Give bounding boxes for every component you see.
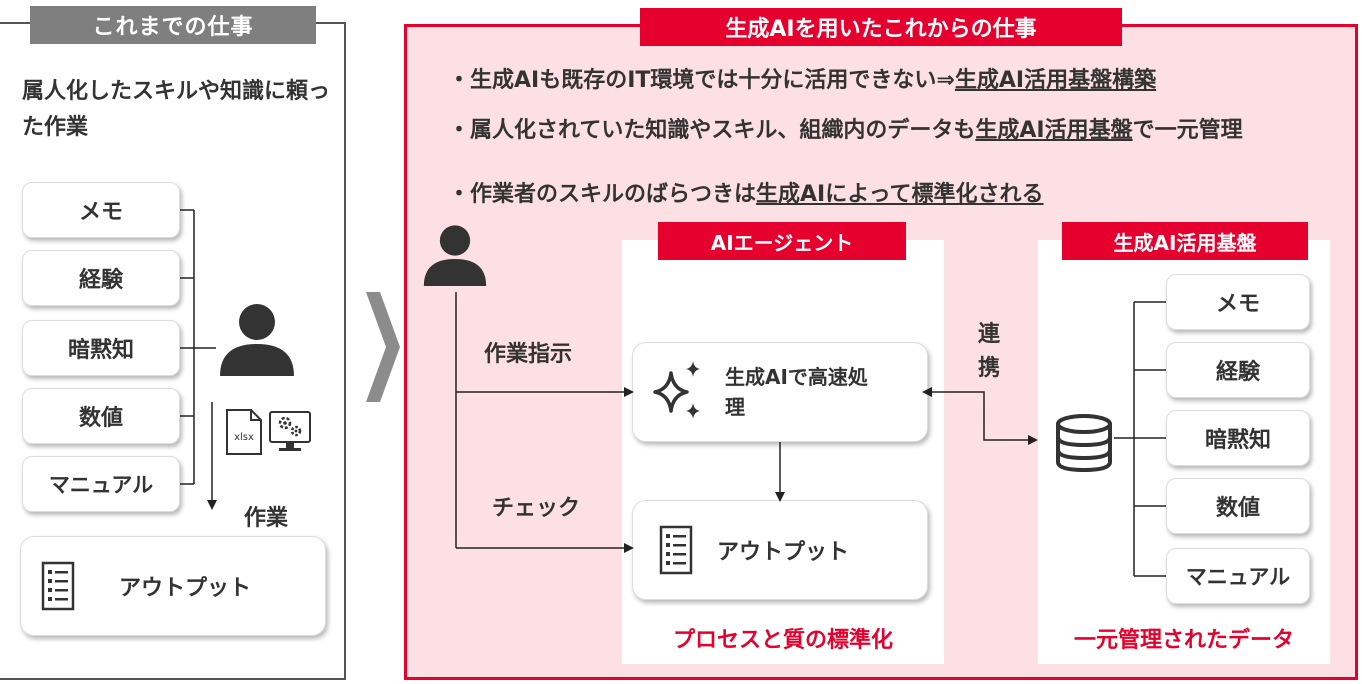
ai-platform-title: 生成AI活用基盤	[1062, 222, 1308, 260]
left-item-memo: メモ	[22, 182, 180, 238]
platform-item-manual: マニュアル	[1166, 548, 1310, 604]
platform-item-numbers: 数値	[1166, 478, 1310, 534]
computer-gear-icon	[269, 411, 311, 451]
right-panel-title: 生成AIを用いたこれからの仕事	[640, 8, 1122, 46]
coordination-label: 連携	[977, 322, 1000, 381]
platform-item-experience: 経験	[1166, 342, 1310, 398]
platform-item-memo: メモ	[1166, 274, 1310, 330]
ai-agent-card	[622, 240, 944, 664]
bullet-1: ・生成AIも既存のIT環境では十分に活用できない⇒生成AI活用基盤構築	[448, 68, 1157, 93]
left-description: 属人化したスキルや知識に頼った作業	[22, 79, 331, 140]
left-output-label: アウトプット	[119, 576, 252, 601]
platform-item-tacit-knowledge: 暗黙知	[1166, 410, 1310, 466]
person-icon	[220, 304, 294, 376]
sparkle-icon	[653, 361, 700, 419]
spreadsheet-file-icon: xlsx	[226, 409, 262, 455]
database-icon	[1056, 414, 1112, 472]
bullet-2: ・属人化されていた知識やスキル、組織内のデータも生成AI活用基盤で一元管理	[448, 118, 1243, 143]
gen-ai-process-box: 生成AIで高速処理	[632, 342, 928, 442]
left-output-box: アウトプット	[20, 536, 326, 636]
worker-person-icon	[423, 225, 487, 286]
agent-output-label: アウトプット	[717, 540, 850, 565]
left-work-label: 作業	[244, 506, 289, 531]
agent-output-box: アウトプット	[632, 500, 928, 600]
left-panel-title: これまでの仕事	[30, 6, 316, 44]
bullet-3: ・作業者のスキルのばらつきは生成AIによって標準化される	[448, 182, 1044, 207]
platform-caption: 一元管理されたデータ	[1073, 628, 1294, 653]
agent-caption: プロセスと質の標準化	[672, 628, 893, 653]
file-icon-text: xlsx	[234, 432, 254, 443]
document-list-icon	[41, 561, 75, 611]
chevron-right-icon	[366, 292, 400, 402]
check-label: チェック	[492, 496, 581, 521]
ai-agent-title: AIエージェント	[658, 222, 906, 260]
document-list-icon	[659, 525, 693, 575]
instruction-label: 作業指示	[484, 342, 573, 367]
gen-ai-process-label: 生成AIで高速処理	[725, 365, 868, 419]
left-item-experience: 経験	[22, 250, 180, 306]
left-item-numbers: 数値	[22, 388, 180, 444]
left-item-tacit-knowledge: 暗黙知	[22, 320, 180, 376]
left-item-manual: マニュアル	[22, 456, 180, 512]
